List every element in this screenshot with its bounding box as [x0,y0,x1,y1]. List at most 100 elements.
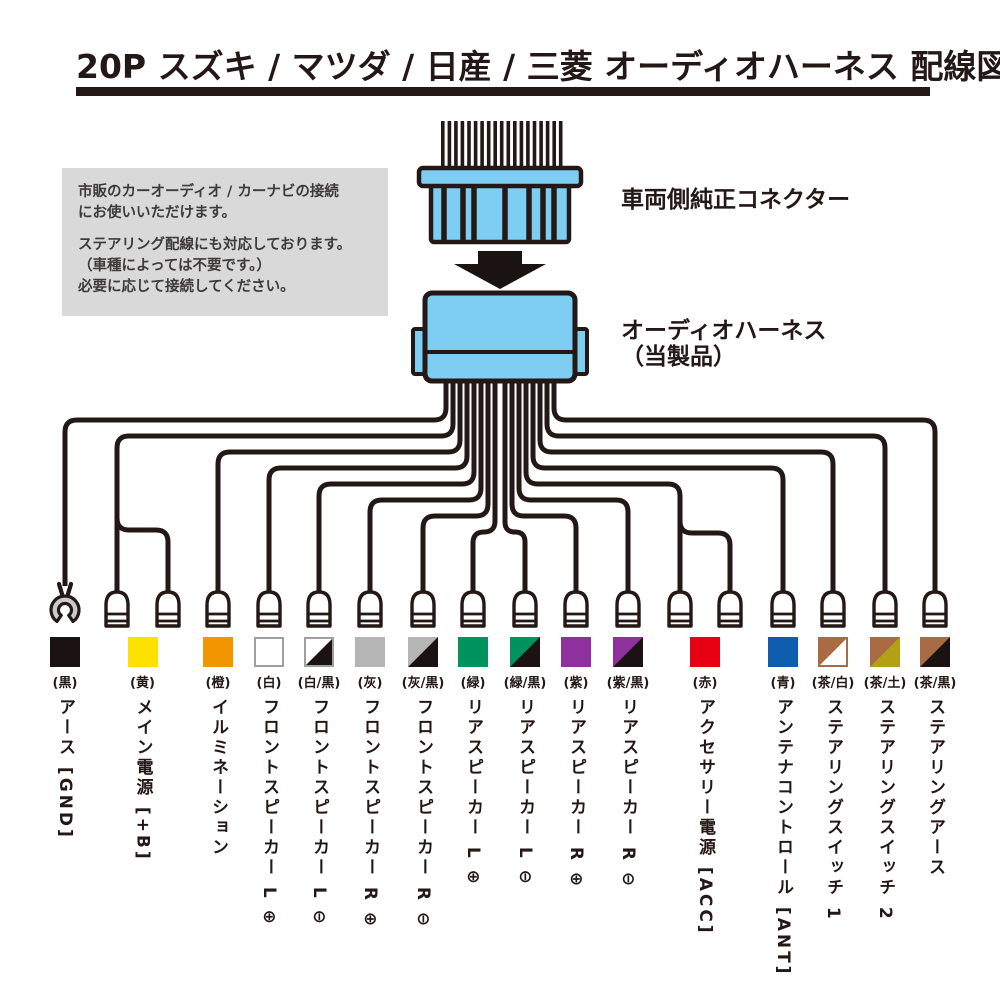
note-line: ステアリング配線にも対応しております。 [78,237,352,253]
bullet-terminal [155,590,181,628]
bullet-terminal [357,590,383,628]
wire-1-branch [114,517,171,602]
bullet-terminal [512,590,538,628]
wire-11-branch [677,520,733,602]
crimp-band [822,612,844,623]
wire-label-7: リアスピーカー L ⊕ [463,698,483,887]
vehicle-connector-illustration [416,121,584,289]
crimp-band [359,612,381,623]
wire-11 [523,379,683,602]
wire-label-15: ステアリングアース [925,698,945,878]
crimp-band [617,612,639,623]
crimp-band [412,612,434,623]
note-line: 市販のカーオーディオ / カーナビの接続 [78,184,339,200]
harness-connector-illustration [411,290,589,384]
color-chip-6 [408,637,438,667]
color-chip-14 [870,637,900,667]
crimp-band [514,612,536,623]
pin [499,121,504,173]
color-chip-7 [458,637,488,667]
pin [558,121,563,173]
wire-label-6: フロントスピーカー R ⊖ [413,698,433,930]
crimp-band [565,612,587,623]
wire-label-8: リアスピーカー L ⊖ [515,698,535,887]
wire-label-5: フロントスピーカー R ⊕ [360,698,380,930]
page-title: 20P スズキ / マツダ / 日産 / 三菱 オーディオハーネス 配線図 [76,47,1000,86]
ring-prongs [56,581,74,597]
color-name-0: (黒) [52,676,78,691]
down-arrow-icon [454,251,546,289]
wire-label-3: フロントスピーカー L ⊕ [259,698,279,927]
wire-3 [266,379,470,602]
color-name-6: (灰/黒) [401,676,445,691]
bullet-terminal [820,590,846,628]
harness-label-line1: オーディオハーネス [621,318,827,344]
crimp-band [207,612,229,623]
color-chip-4 [304,637,334,667]
bullet-terminal [410,590,436,628]
color-name-12: (青) [770,676,796,691]
color-chip-12 [768,637,798,667]
wire-2 [215,379,463,602]
pin [539,121,543,173]
harness-label-line2: （当製品） [621,344,736,370]
pin [532,121,537,173]
crimp-band [719,612,741,623]
pin [441,121,445,173]
color-name-4: (白/黒) [297,676,341,691]
connector-body [428,179,572,245]
color-name-15: (茶/黒) [913,676,957,691]
wire-8 [502,379,528,602]
wire-label-12: アンテナコントロール [ANT] [773,698,793,977]
color-chip-3 [254,637,284,667]
note-line: （車種によっては不要です。） [78,258,271,274]
crimp-band [924,612,946,623]
wire-13 [537,379,836,602]
crimp-band [106,612,128,623]
bullet-terminal [460,590,486,628]
title-underline [76,87,930,96]
color-chip-8 [510,637,540,667]
bullet-terminal [667,590,693,628]
terminals [49,581,948,628]
pin [473,121,478,173]
pin [480,121,484,173]
wire-label-13: ステアリングスイッチ 1 [823,698,843,922]
pin [467,121,471,173]
crimp-band [308,612,330,623]
color-chip-1 [127,637,158,667]
color-name-3: (白) [256,676,282,691]
pin [526,121,530,173]
wire-15 [551,379,938,602]
wire-label-9: リアスピーカー R ⊕ [566,698,586,890]
pin [486,121,491,173]
wire-4 [316,379,477,602]
color-name-9: (紫) [563,676,589,691]
wire-0 [62,379,449,586]
bullet-terminal [872,590,898,628]
wire-label-4: フロントスピーカー L ⊖ [309,698,329,927]
bullet-terminal [922,590,948,628]
wire-7 [470,379,498,602]
color-name-2: (橙) [205,676,231,691]
color-chip-9 [561,637,591,667]
note-line: にお使いいただけます。 [78,205,237,221]
crimp-band [157,612,179,623]
color-chip-5 [355,637,385,667]
color-name-14: (茶/土) [863,676,907,691]
bullet-terminal [256,590,282,628]
color-chip-10 [613,637,643,667]
pin [552,121,556,173]
color-chip-13 [818,637,848,667]
pin [513,121,517,173]
crimp-band [874,612,896,623]
color-name-13: (茶/白) [811,676,855,691]
wire-12 [530,379,786,602]
wire-14 [544,379,888,602]
crimp-band [258,612,280,623]
bullet-terminal [770,590,796,628]
crimp-band [669,612,691,623]
color-chip-0 [50,637,80,667]
pin [545,121,550,173]
